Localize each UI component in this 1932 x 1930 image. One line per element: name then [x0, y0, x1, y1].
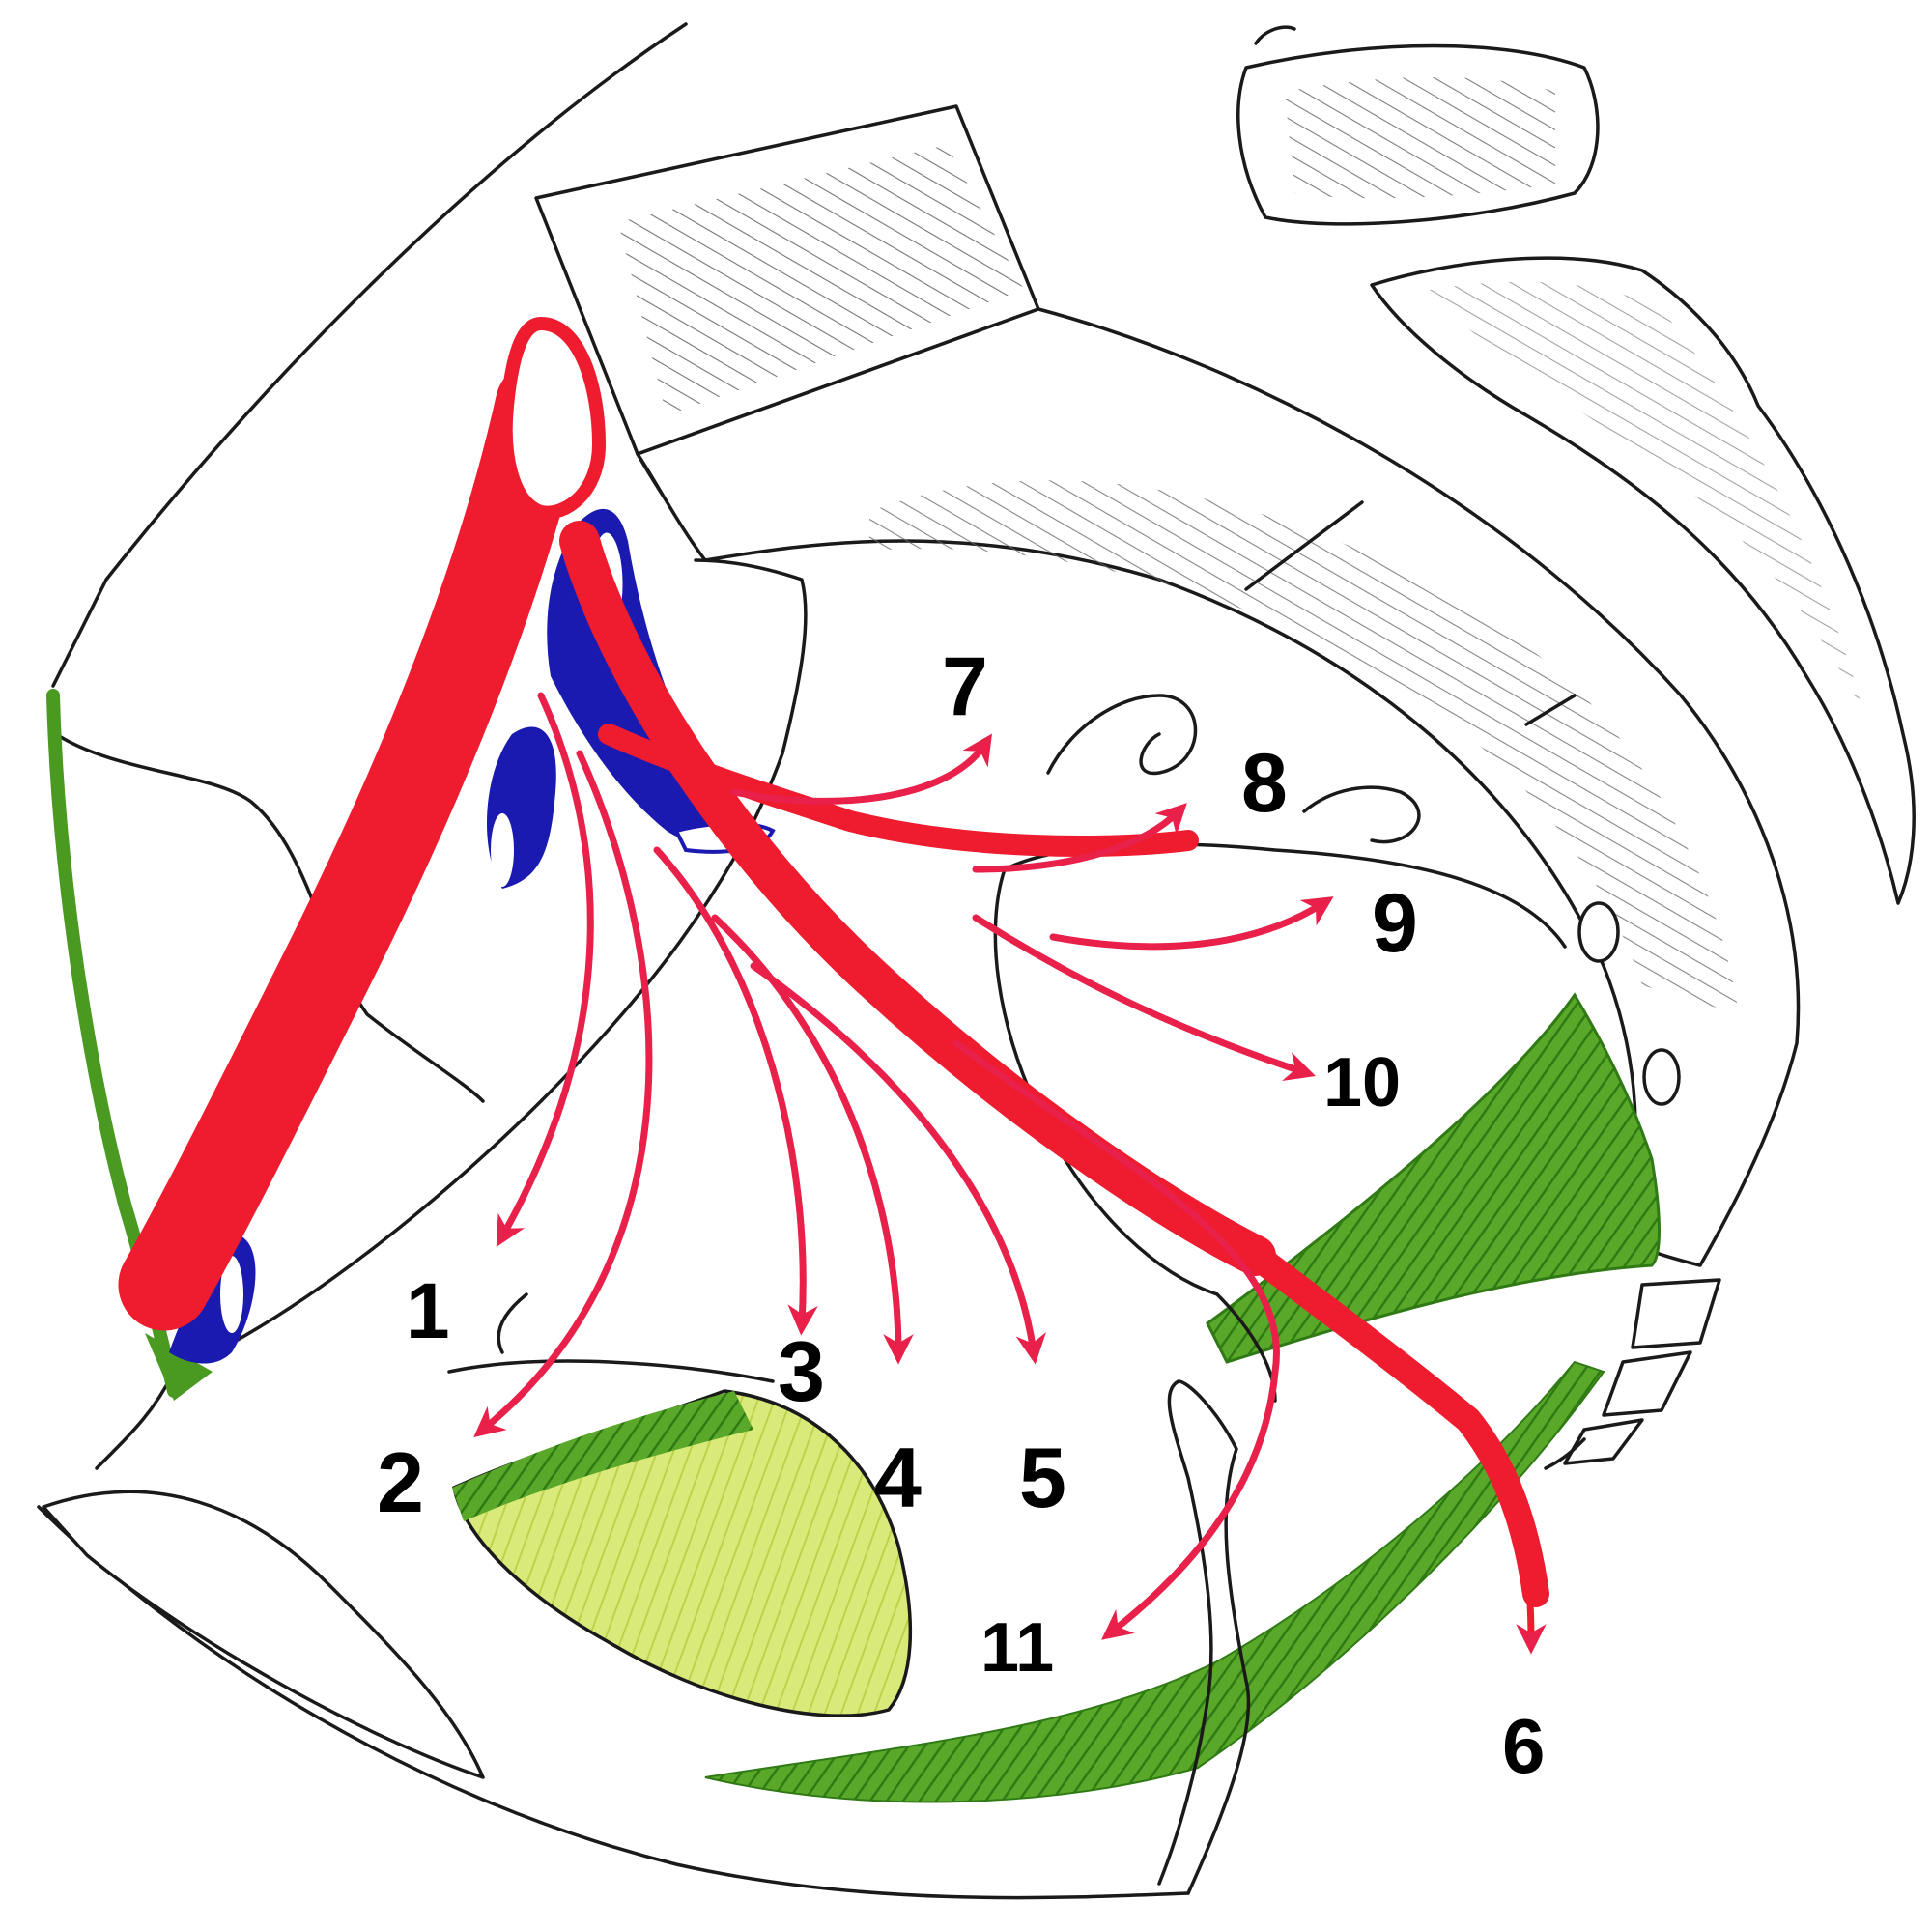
external-iliac-artery [118, 316, 607, 1331]
branch-5 [750, 962, 1046, 1365]
branch-3 [653, 846, 818, 1336]
branch-7 [730, 733, 993, 805]
label-7: 7 [942, 640, 988, 733]
label-11: 11 [980, 1609, 1054, 1687]
muscle-obturator [447, 1359, 913, 1717]
label-5: 5 [1019, 1430, 1066, 1525]
pelvic-outline [37, 22, 1190, 1900]
branch-1 [496, 692, 594, 1247]
coccyx [1544, 1278, 1721, 1470]
label-8: 8 [1241, 737, 1288, 830]
branch-6 [1503, 1464, 1547, 1655]
label-3: 3 [778, 1323, 825, 1419]
label-9: 9 [1372, 877, 1418, 970]
vertebra-right-lower [1370, 256, 1916, 905]
label-6: 6 [1502, 1703, 1546, 1789]
label-2: 2 [377, 1434, 424, 1530]
branch-8 [972, 803, 1187, 873]
muscle-left-wall [46, 689, 213, 1401]
muscle-piriformis [1206, 992, 1661, 1364]
vein-lower [169, 1236, 256, 1364]
branch-2 [473, 750, 653, 1437]
branch-10 [972, 914, 1316, 1081]
vertebra-right-top [1236, 25, 1600, 226]
labels: 1 2 3 4 5 6 7 8 9 10 11 [377, 640, 1546, 1789]
branch-11 [952, 1039, 1280, 1640]
label-10: 10 [1323, 1044, 1401, 1121]
branch-9 [1049, 896, 1334, 951]
label-4: 4 [874, 1430, 922, 1525]
muscle-levator [704, 1360, 1605, 1895]
label-1: 1 [406, 1267, 450, 1355]
